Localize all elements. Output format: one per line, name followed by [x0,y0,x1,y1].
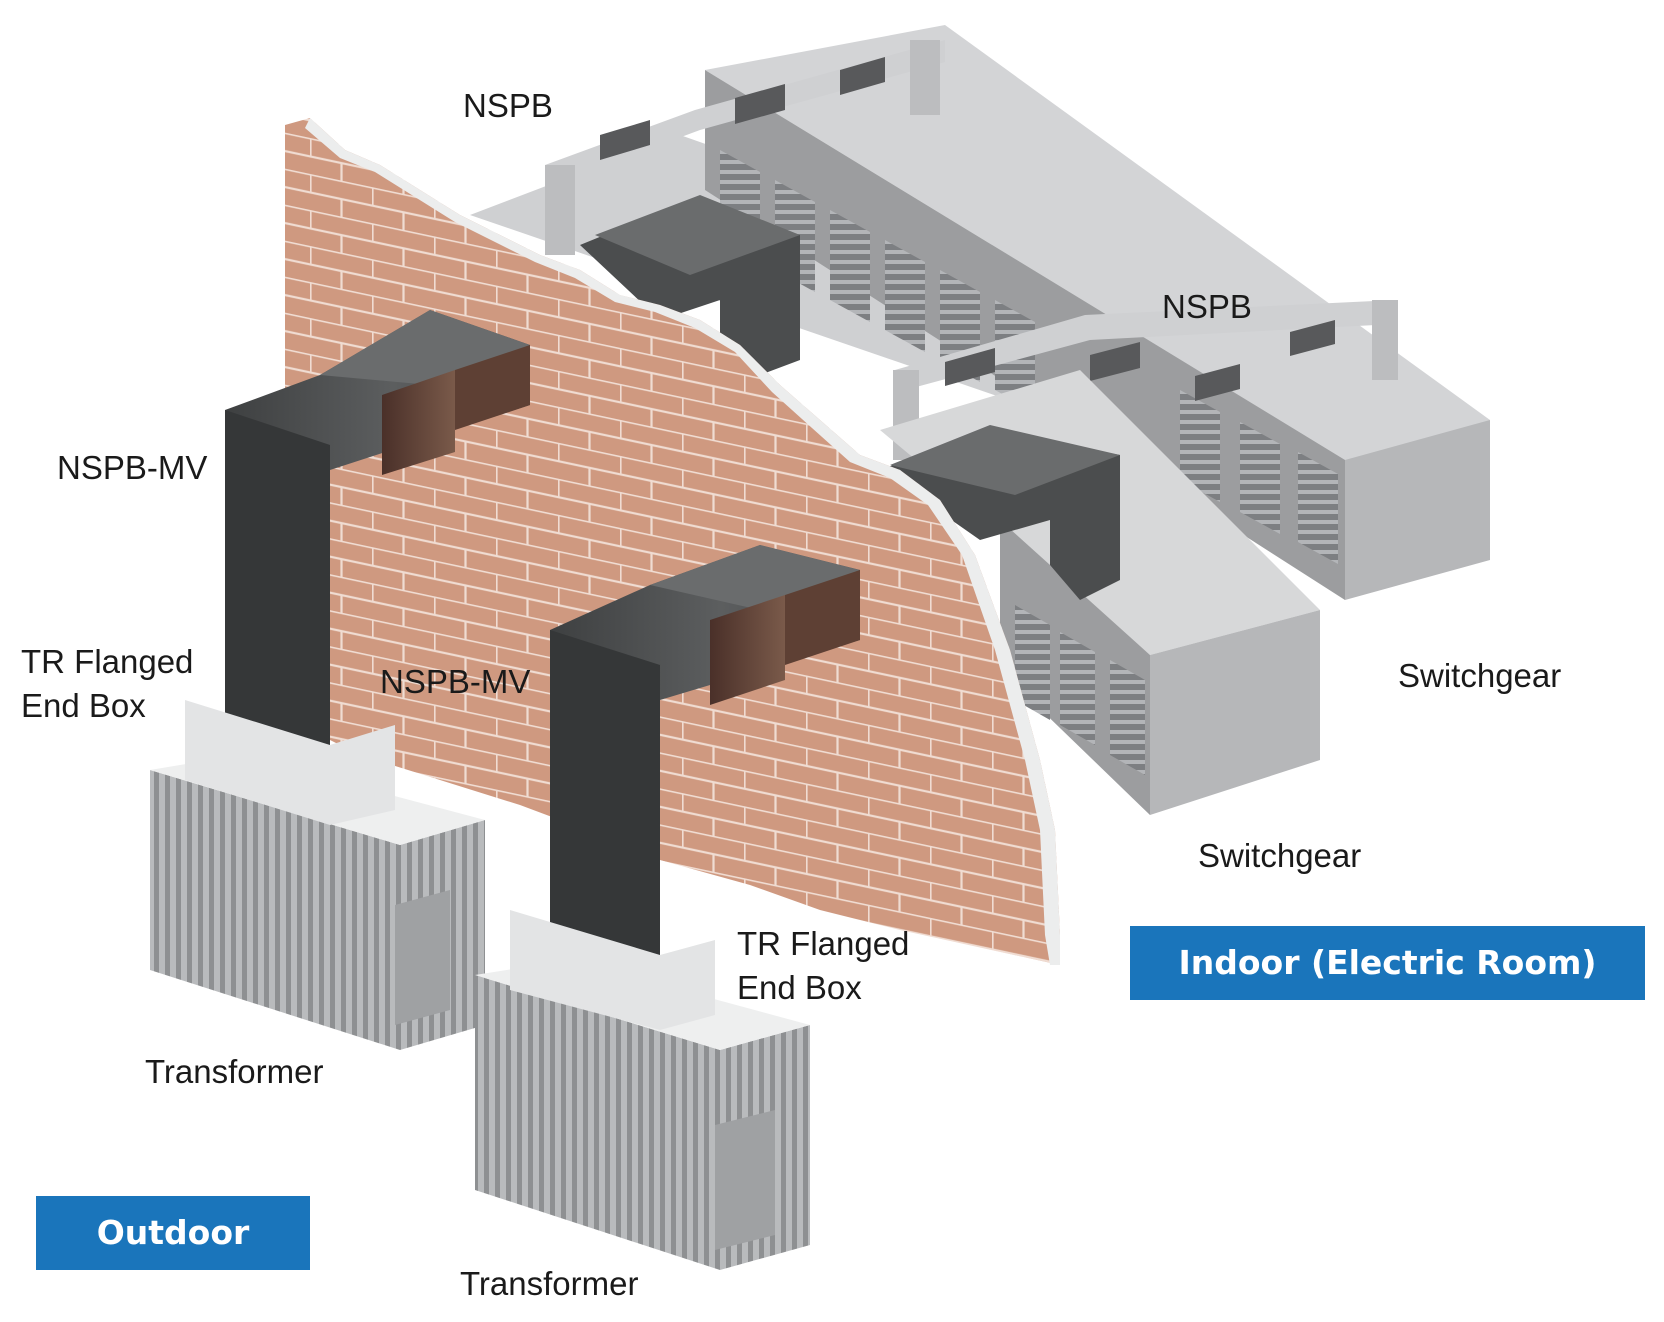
transformer-center [475,910,810,1270]
nspb-mv-left-duct [225,310,530,770]
nspb-mv-indoor-elbow-back [580,195,800,375]
label-tr-box-center-line1: TR Flanged [737,925,910,962]
label-tr-box-center: TR Flanged End Box [737,922,909,1010]
transformer-left [150,700,485,1050]
label-nspb-mv-left: NSPB-MV [57,449,208,486]
label-switchgear-center: Switchgear [1198,837,1362,874]
label-tr-box-center-line2: End Box [737,969,862,1006]
nspb-top-busway [545,40,945,255]
outdoor-badge: Outdoor [36,1196,310,1270]
label-nspb-mv-center: NSPB-MV [380,663,531,700]
nspb-mv-indoor-elbow-front [880,425,1120,600]
label-tr-box-left: TR Flanged End Box [21,640,193,728]
label-transformer-center: Transformer [460,1265,639,1302]
indoor-badge: Indoor (Electric Room) [1130,926,1645,1000]
label-tr-box-left-line2: End Box [21,687,146,724]
label-nspb-top: NSPB [463,87,553,124]
label-tr-box-left-line1: TR Flanged [21,643,194,680]
label-transformer-left: Transformer [145,1053,324,1090]
nspb-right-busway [893,300,1398,460]
nspb-mv-center-duct [550,545,860,965]
label-nspb-right: NSPB [1162,288,1252,325]
label-switchgear-right: Switchgear [1398,657,1562,694]
